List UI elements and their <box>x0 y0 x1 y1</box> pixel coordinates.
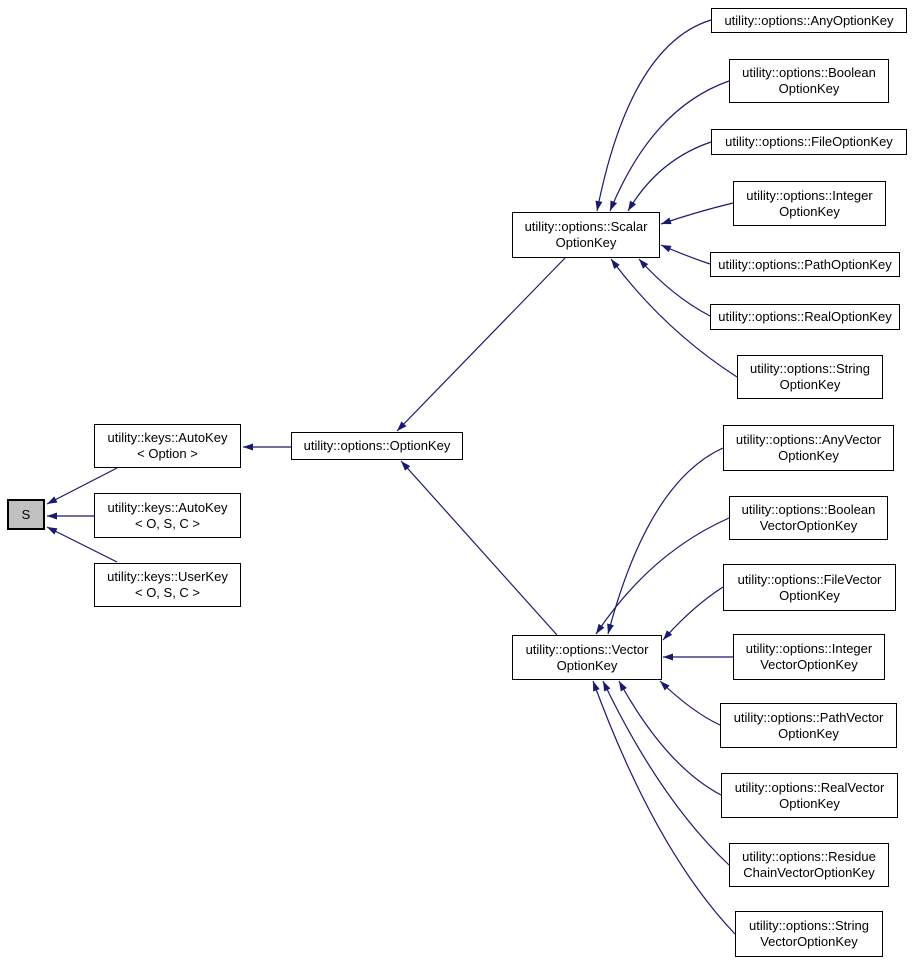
class-name-line: OptionKey <box>779 203 840 219</box>
class-name-line: OptionKey <box>778 725 839 741</box>
class-name-line: utility::options::RealVector <box>734 779 885 795</box>
class-name-line: utility::options::PathOptionKey <box>718 256 892 272</box>
class-name-line: OptionKey <box>779 795 840 811</box>
class-node-booleanvector-optionkey[interactable]: utility::options::Boolean VectorOptionKe… <box>729 496 888 540</box>
class-name-line: utility::options::Integer <box>746 187 873 203</box>
class-name-line: utility::keys::AutoKey <box>107 499 228 515</box>
class-name-line: utility::keys::UserKey <box>107 569 228 584</box>
class-name-line: VectorOptionKey <box>760 657 858 672</box>
class-node-string-optionkey[interactable]: utility::options::String OptionKey <box>737 355 883 399</box>
edge-file-to-scalar <box>627 141 712 212</box>
class-node-boolean-optionkey[interactable]: utility::options::Boolean OptionKey <box>729 59 889 103</box>
class-name-line: < Option > <box>137 446 198 461</box>
class-node-real-optionkey[interactable]: utility::options::RealOptionKey <box>710 304 900 330</box>
edge-pathvector-to-vector <box>659 680 721 726</box>
class-name-line: utility::options::Integer <box>745 641 873 656</box>
class-name-line: utility::options::Boolean <box>741 502 876 517</box>
class-name-line: VectorOptionKey <box>760 934 858 949</box>
class-name-line: VectorOptionKey <box>759 518 858 533</box>
class-node-autokey-option[interactable]: utility::keys::AutoKey < Option > <box>94 424 241 468</box>
class-node-file-optionkey[interactable]: utility::options::FileOptionKey <box>711 129 907 155</box>
class-name-line: utility::options::RealOptionKey <box>718 309 892 324</box>
class-node-vector-optionkey[interactable]: utility::options::Vector OptionKey <box>512 635 662 680</box>
class-node-anyvector-optionkey[interactable]: utility::options::AnyVector OptionKey <box>723 425 894 471</box>
edge-stringvector-to-vector <box>592 680 736 935</box>
edge-integer-to-scalar <box>660 202 734 225</box>
class-name-line: utility::options::FileVector <box>737 571 882 587</box>
class-name-line: ChainVectorOptionKey <box>743 865 875 880</box>
class-name-line: utility::options::Scalar <box>524 219 648 234</box>
class-name-line: OptionKey <box>778 81 840 96</box>
class-name-line: utility::options::PathVector <box>733 709 884 725</box>
class-name-line: utility::options::AnyVector <box>735 432 882 447</box>
class-node-filevector-optionkey[interactable]: utility::options::FileVector OptionKey <box>723 564 896 611</box>
class-name-line: OptionKey <box>779 587 840 603</box>
class-name-line: utility::options::Residue <box>742 849 876 864</box>
class-node-realvector-optionkey[interactable]: utility::options::RealVector OptionKey <box>721 773 898 818</box>
edge-filevector-to-vector <box>662 586 724 641</box>
edge-realvector-to-vector <box>618 680 722 796</box>
class-node-residuechainvector-optionkey[interactable]: utility::options::Residue ChainVectorOpt… <box>729 843 889 887</box>
edge-path-to-scalar <box>660 244 711 265</box>
class-name-line: utility::options::Vector <box>525 641 649 657</box>
class-name-line: OptionKey <box>555 235 617 250</box>
class-name-line: S <box>21 506 31 522</box>
edge-any-to-scalar <box>595 19 712 212</box>
class-name-line: OptionKey <box>779 377 841 392</box>
edge-anyvector-to-vector <box>607 447 724 635</box>
edge-vector-to-optionkey <box>400 460 558 636</box>
class-name-line: utility::options::FileOptionKey <box>725 134 893 149</box>
class-name-line: utility::options::String <box>749 918 869 933</box>
class-name-line: utility::keys::AutoKey <box>107 430 228 445</box>
class-name-line: utility::options::Boolean <box>742 65 876 80</box>
class-node-userkey-osc[interactable]: utility::keys::UserKey < O, S, C > <box>94 563 241 607</box>
class-name-line: utility::options::OptionKey <box>303 438 451 453</box>
class-name-line: < O, S, C > <box>134 585 201 600</box>
class-name-line: OptionKey <box>556 657 618 673</box>
edge-residuechainvector-to-vector <box>602 680 730 866</box>
class-node-autokey-osc[interactable]: utility::keys::AutoKey < O, S, C > <box>94 493 241 538</box>
class-node-integer-optionkey[interactable]: utility::options::Integer OptionKey <box>733 181 886 226</box>
edge-scalar-to-optionkey <box>396 257 566 432</box>
class-name-line: utility::options::AnyOptionKey <box>724 12 894 28</box>
edge-real-to-scalar <box>638 258 711 317</box>
class-node-any-optionkey[interactable]: utility::options::AnyOptionKey <box>711 8 907 33</box>
edge-booleanvector-to-vector <box>595 517 730 635</box>
class-name-line: < O, S, C > <box>134 515 201 531</box>
class-node-s: S <box>7 499 45 530</box>
class-node-optionkey[interactable]: utility::options::OptionKey <box>291 432 463 460</box>
class-node-integervector-optionkey[interactable]: utility::options::Integer VectorOptionKe… <box>733 634 885 680</box>
class-name-line: utility::options::String <box>750 361 870 376</box>
class-node-pathvector-optionkey[interactable]: utility::options::PathVector OptionKey <box>720 703 897 748</box>
class-node-stringvector-optionkey[interactable]: utility::options::String VectorOptionKey <box>735 911 883 957</box>
class-name-line: OptionKey <box>778 448 839 463</box>
class-node-path-optionkey[interactable]: utility::options::PathOptionKey <box>710 252 900 277</box>
class-node-scalar-optionkey[interactable]: utility::options::Scalar OptionKey <box>512 212 660 258</box>
